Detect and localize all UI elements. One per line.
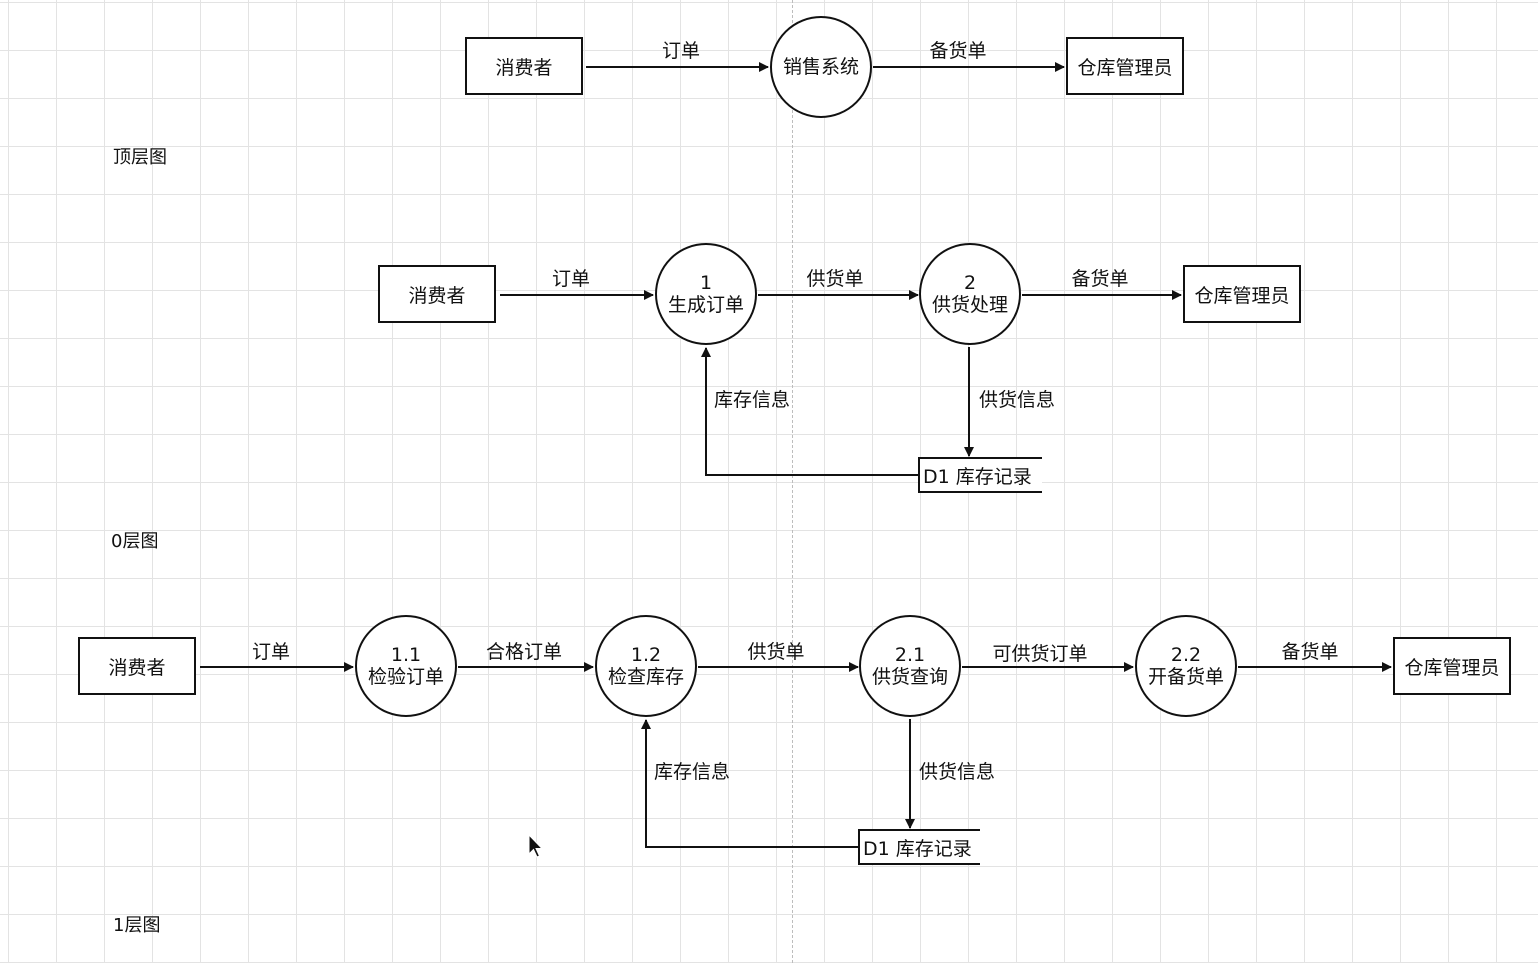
process-number: 1 [699,272,713,294]
top-sales-system-process: 销售系统 [770,16,872,118]
level1-title: 1层图 [113,915,161,936]
l1-process-2-1: 2.1 供货查询 [859,615,961,717]
process-name: 供货查询 [871,666,948,688]
l0-consumer-entity: 消费者 [378,265,496,323]
l0-process-1: 1 生成订单 [655,243,757,345]
l1-supply-list-flow-label: 供货单 [747,641,805,663]
l0-supply-info-flow-label: 供货信息 [979,389,1056,411]
process-number: 2.2 [1170,644,1202,666]
l1-order-flow-label: 订单 [251,641,291,663]
l0-data-store-d1: D1 库存记录 [918,457,1042,493]
top-warehouse-entity: 仓库管理员 [1066,37,1184,95]
l0-order-flow-label: 订单 [551,268,591,290]
l1-consumer-entity: 消费者 [78,637,196,695]
process-name: 开备货单 [1147,666,1224,688]
process-number: 1.2 [630,644,662,666]
l0-process-2: 2 供货处理 [919,243,1021,345]
l1-supplyable-order-flow-label: 可供货订单 [992,643,1088,665]
process-name: 销售系统 [782,56,859,78]
l0-stock-list-flow-label: 备货单 [1071,268,1129,290]
page-center-guide [792,0,793,963]
l1-data-store-d1: D1 库存记录 [858,829,980,865]
l0-stock-info-flow-label: 库存信息 [714,389,791,411]
arrow-l0-store-to-p1 [701,347,918,476]
level0-title: 0层图 [111,531,159,552]
process-number: 2.1 [894,644,926,666]
l1-supply-info-flow-label: 供货信息 [919,761,996,783]
l0-supply-list-flow-label: 供货单 [806,268,864,290]
process-name: 生成订单 [667,294,744,316]
top-level-title: 顶层图 [113,147,167,168]
arrow-l1-store-to-p12 [641,719,858,848]
l1-warehouse-entity: 仓库管理员 [1393,637,1511,695]
l1-process-1-1: 1.1 检验订单 [355,615,457,717]
l1-process-2-2: 2.2 开备货单 [1135,615,1237,717]
process-number: 1.1 [390,644,422,666]
process-name: 检查库存 [607,666,684,688]
top-consumer-entity: 消费者 [465,37,583,95]
l1-process-1-2: 1.2 检查库存 [595,615,697,717]
top-stock-list-flow-label: 备货单 [929,40,987,62]
process-name: 供货处理 [931,294,1008,316]
l1-valid-order-flow-label: 合格订单 [485,641,563,663]
l1-stock-list-flow-label: 备货单 [1281,641,1339,663]
process-number: 2 [963,272,977,294]
l0-warehouse-entity: 仓库管理员 [1183,265,1301,323]
mouse-cursor-icon [528,834,544,858]
l1-stock-info-flow-label: 库存信息 [654,761,731,783]
top-order-flow-label: 订单 [661,40,701,62]
process-name: 检验订单 [367,666,444,688]
